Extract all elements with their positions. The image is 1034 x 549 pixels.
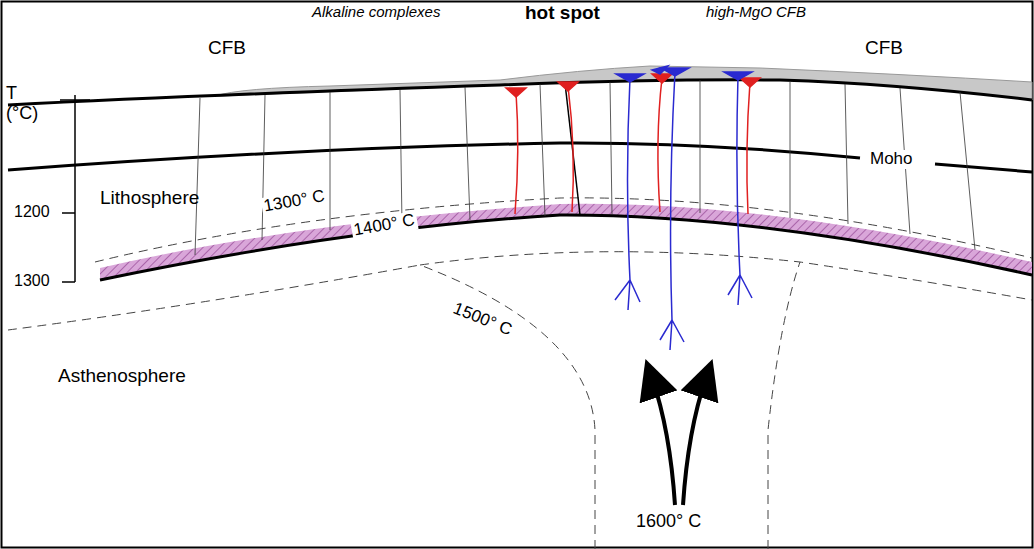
axis-tick: 1300	[14, 272, 50, 290]
layer-label: Asthenosphere	[58, 366, 186, 387]
region-label: CFB	[208, 38, 246, 59]
axis-tick: 1200	[14, 203, 50, 221]
isotherm-label: 1300° C	[260, 187, 328, 217]
callout-label: high-MgO CFB	[706, 4, 806, 21]
region-label: CFB	[865, 38, 903, 59]
isotherm-label: 1500° C	[448, 299, 516, 341]
title-label: hot spot	[525, 3, 600, 24]
isotherm-label: 1400° C	[350, 211, 418, 241]
axis-label: T (°C)	[6, 84, 46, 124]
callout-label: Alkaline complexes	[312, 4, 440, 21]
temperature-label: 1600° C	[636, 512, 701, 532]
layer-label: Lithosphere	[100, 188, 199, 209]
boundary-label: Moho	[868, 150, 915, 169]
